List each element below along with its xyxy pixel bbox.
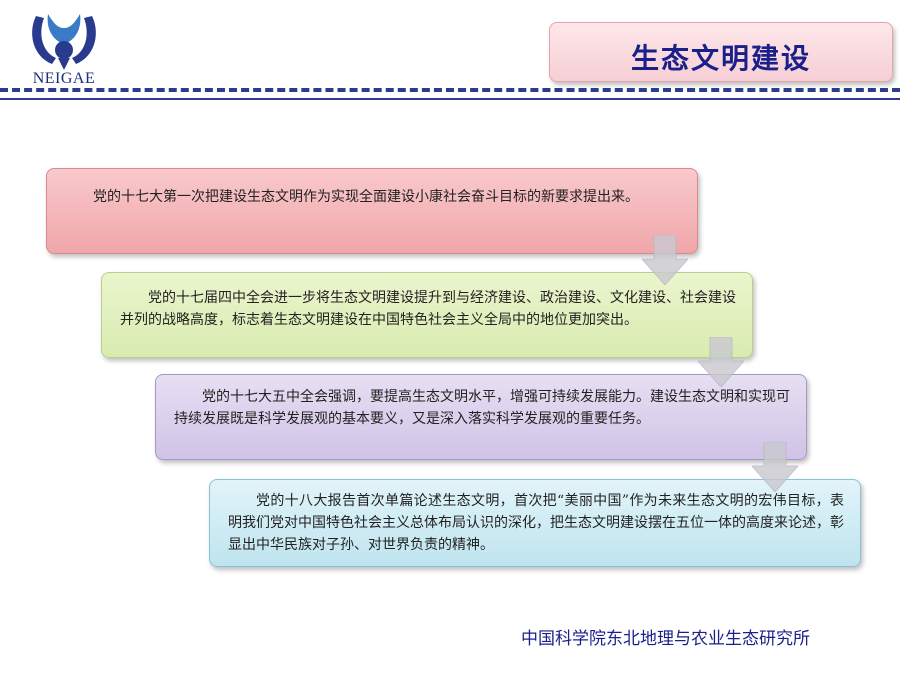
down-arrow-icon [642, 235, 688, 285]
step-text-1: 党的十七大第一次把建设生态文明作为实现全面建设小康社会奋斗目标的新要求提出来。 [93, 189, 639, 205]
step-box-1: 党的十七大第一次把建设生态文明作为实现全面建设小康社会奋斗目标的新要求提出来。 [46, 168, 698, 254]
page-title: 生态文明建设 [630, 42, 811, 75]
step-text-4: 党的十八大报告首次单篇论述生态文明，首次把“美丽中国”作为未来生态文明的宏伟目标… [228, 493, 844, 553]
down-arrow-icon [698, 337, 744, 387]
step-text-3: 党的十七大五中全会强调，要提高生态文明水平，增强可持续发展能力。建设生态文明和实… [174, 389, 790, 427]
step-box-2: 党的十七届四中全会进一步将生态文明建设提升到与经济建设、政治建设、文化建设、社会… [101, 272, 753, 358]
institution-name: 中国科学院东北地理与农业生态研究所 [521, 629, 810, 649]
step-box-3: 党的十七大五中全会强调，要提高生态文明水平，增强可持续发展能力。建设生态文明和实… [155, 374, 807, 460]
header-dashed-rule [0, 88, 900, 92]
down-arrow-icon [752, 442, 798, 492]
logo-emblem-icon [32, 14, 96, 70]
title-box: 生态文明建设 [549, 22, 893, 82]
logo-text: NEIGAE [32, 70, 96, 87]
header-solid-rule [0, 98, 900, 100]
step-text-2: 党的十七届四中全会进一步将生态文明建设提升到与经济建设、政治建设、文化建设、社会… [120, 290, 736, 328]
step-box-4: 党的十八大报告首次单篇论述生态文明，首次把“美丽中国”作为未来生态文明的宏伟目标… [209, 479, 861, 567]
neigae-logo: NEIGAE [22, 6, 106, 92]
